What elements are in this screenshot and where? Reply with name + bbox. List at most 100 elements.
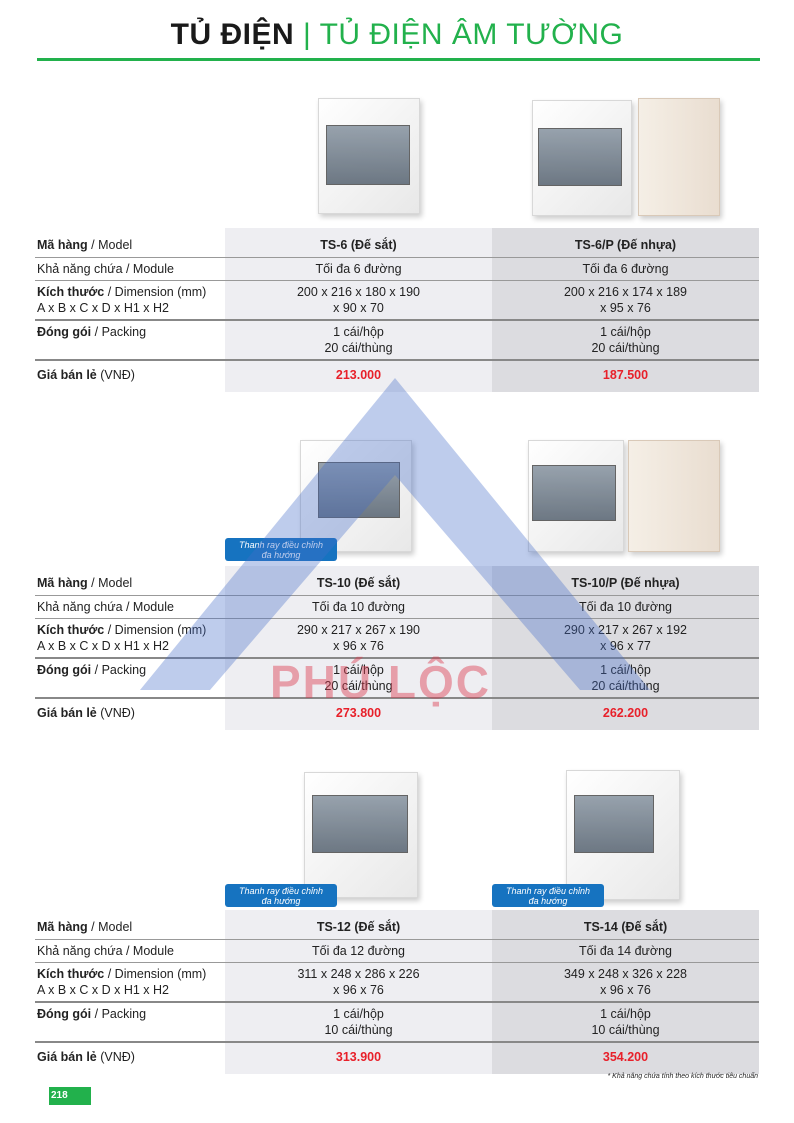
cell-text: 1 cái/hộp: [333, 663, 384, 677]
cell-text: TS-12 (Đế sắt): [316, 920, 401, 934]
cell-text: 213.000: [335, 368, 382, 382]
cell: TS-10/P (Đế nhựa): [492, 566, 759, 596]
row-module: Khả năng chứa / Module Tối đa 10 đường Tối…: [35, 595, 759, 619]
cell-text: 1 cái/hộp: [333, 1007, 384, 1021]
cell-text: Mã hàng: [37, 920, 88, 934]
cell: 313.900: [225, 1042, 492, 1074]
cell-text: / Dimension (mm): [104, 967, 207, 981]
cell-text: A x B x C x D x H1 x H2: [37, 301, 169, 315]
row-model: Mã hàng / Model TS-12 (Đế sắt) TS-14 (Đế s…: [35, 910, 759, 940]
cell-text: (VNĐ): [96, 368, 135, 382]
cell-text: (VNĐ): [96, 1050, 135, 1064]
cell-text: 349 x 248 x 326 x 228: [563, 967, 687, 981]
row-price: Giá bán lẻ (VNĐ) 313.900 354.200: [35, 1042, 759, 1074]
cell: 273.800: [225, 698, 492, 730]
cell-text: Giá bán lẻ: [37, 368, 97, 382]
cell-text: / Dimension (mm): [104, 623, 207, 637]
cell: TS-6 (Đế sắt): [225, 228, 492, 258]
cell-text: Tối đa 6 đường: [315, 262, 402, 276]
cell-text: Tối đa 10 đường: [311, 600, 405, 614]
cell-text: A x B x C x D x H1 x H2: [37, 639, 169, 653]
title-bold: TỦ ĐIỆN: [170, 18, 295, 51]
cell-text: Khả năng chứa / Module: [37, 600, 174, 614]
cell-text: Đóng gói: [37, 325, 92, 339]
cell-text: Khả năng chứa / Module: [37, 262, 174, 276]
cell-text: 354.200: [602, 1050, 649, 1064]
cell: 1 cái/hộp 20 cái/thùng: [492, 320, 759, 360]
page-number: 218: [49, 1087, 91, 1105]
badge-line: Thanh ray điều chỉnh: [238, 540, 324, 550]
cell-text: A x B x C x D x H1 x H2: [37, 983, 169, 997]
cell-text: TS-10/P (Đế nhựa): [571, 576, 680, 590]
cell-text: TS-14 (Đế sắt): [583, 920, 668, 934]
title-sub: TỦ ĐIỆN ÂM TƯỜNG: [319, 18, 624, 51]
cell: 213.000: [225, 360, 492, 392]
cell: Tối đa 12 đường: [225, 939, 492, 963]
cell-text: Đóng gói: [37, 663, 92, 677]
cell-text: x 96 x 76: [333, 983, 384, 997]
cell-text: Kích thước: [37, 967, 105, 981]
cell: 187.500: [492, 360, 759, 392]
cell-text: / Model: [87, 576, 133, 590]
badge-line: Thanh ray điều chỉnh: [505, 886, 591, 896]
cell-text: / Packing: [91, 1007, 147, 1021]
cell-text: 1 cái/hộp: [600, 1007, 651, 1021]
cell-text: Mã hàng: [37, 576, 88, 590]
page-title: TỦ ĐIỆN | TỦ ĐIỆN ÂM TƯỜNG: [0, 18, 794, 52]
cell-text: Giá bán lẻ: [37, 1050, 97, 1064]
badge-line: đa hướng: [261, 896, 301, 906]
cell-text: 187.500: [602, 368, 649, 382]
badge-line: Thanh ray điều chỉnh: [238, 886, 324, 896]
title-rule: [37, 58, 760, 61]
watermark-text: PHÚ LỘC: [270, 656, 491, 708]
cell: Tối đa 10 đường: [492, 595, 759, 619]
row-dimension: Kích thước / Dimension (mm) A x B x C x D…: [35, 962, 759, 1002]
cell-text: (VNĐ): [96, 706, 135, 720]
cell-text: 262.200: [602, 706, 649, 720]
cell: 290 x 217 x 267 x 192 x 96 x 77: [492, 618, 759, 658]
cell: 262.200: [492, 698, 759, 730]
cell-text: TS-6 (Đế sắt): [320, 238, 397, 252]
cell-text: TS-6/P (Đế nhựa): [574, 238, 677, 252]
cell-text: 1 cái/hộp: [600, 663, 651, 677]
spec-table-2: Mã hàng / Model TS-10 (Đế sắt) TS-10/P (Đế…: [35, 566, 759, 730]
cell-text: / Model: [87, 920, 133, 934]
cell-text: 20 cái/thùng: [591, 341, 660, 355]
cell-text: Khả năng chứa / Module: [37, 944, 174, 958]
cell-text: 20 cái/thùng: [324, 679, 393, 693]
cell: Tối đa 10 đường: [225, 595, 492, 619]
cell-text: Tối đa 6 đường: [582, 262, 669, 276]
cell-text: Tối đa 10 đường: [578, 600, 672, 614]
cell-text: / Dimension (mm): [104, 285, 207, 299]
cell: TS-14 (Đế sắt): [492, 910, 759, 940]
cell-text: Kích thước: [37, 285, 105, 299]
cell-text: x 96 x 76: [333, 639, 384, 653]
badge-line: đa hướng: [528, 896, 568, 906]
cell: 354.200: [492, 1042, 759, 1074]
cell-text: x 96 x 77: [600, 639, 651, 653]
cell-text: / Packing: [91, 325, 147, 339]
cell: TS-10 (Đế sắt): [225, 566, 492, 596]
row-module: Khả năng chứa / Module Tối đa 6 đường Tối …: [35, 257, 759, 281]
cell-text: 290 x 217 x 267 x 192: [563, 623, 687, 637]
cell: Tối đa 6 đường: [225, 257, 492, 281]
cell-text: 1 cái/hộp: [600, 325, 651, 339]
cell: 1 cái/hộp 10 cái/thùng: [492, 1002, 759, 1042]
badge-line: đa hướng: [261, 550, 301, 560]
cell: Tối đa 14 đường: [492, 939, 759, 963]
cell-text: 10 cái/thùng: [591, 1023, 660, 1037]
